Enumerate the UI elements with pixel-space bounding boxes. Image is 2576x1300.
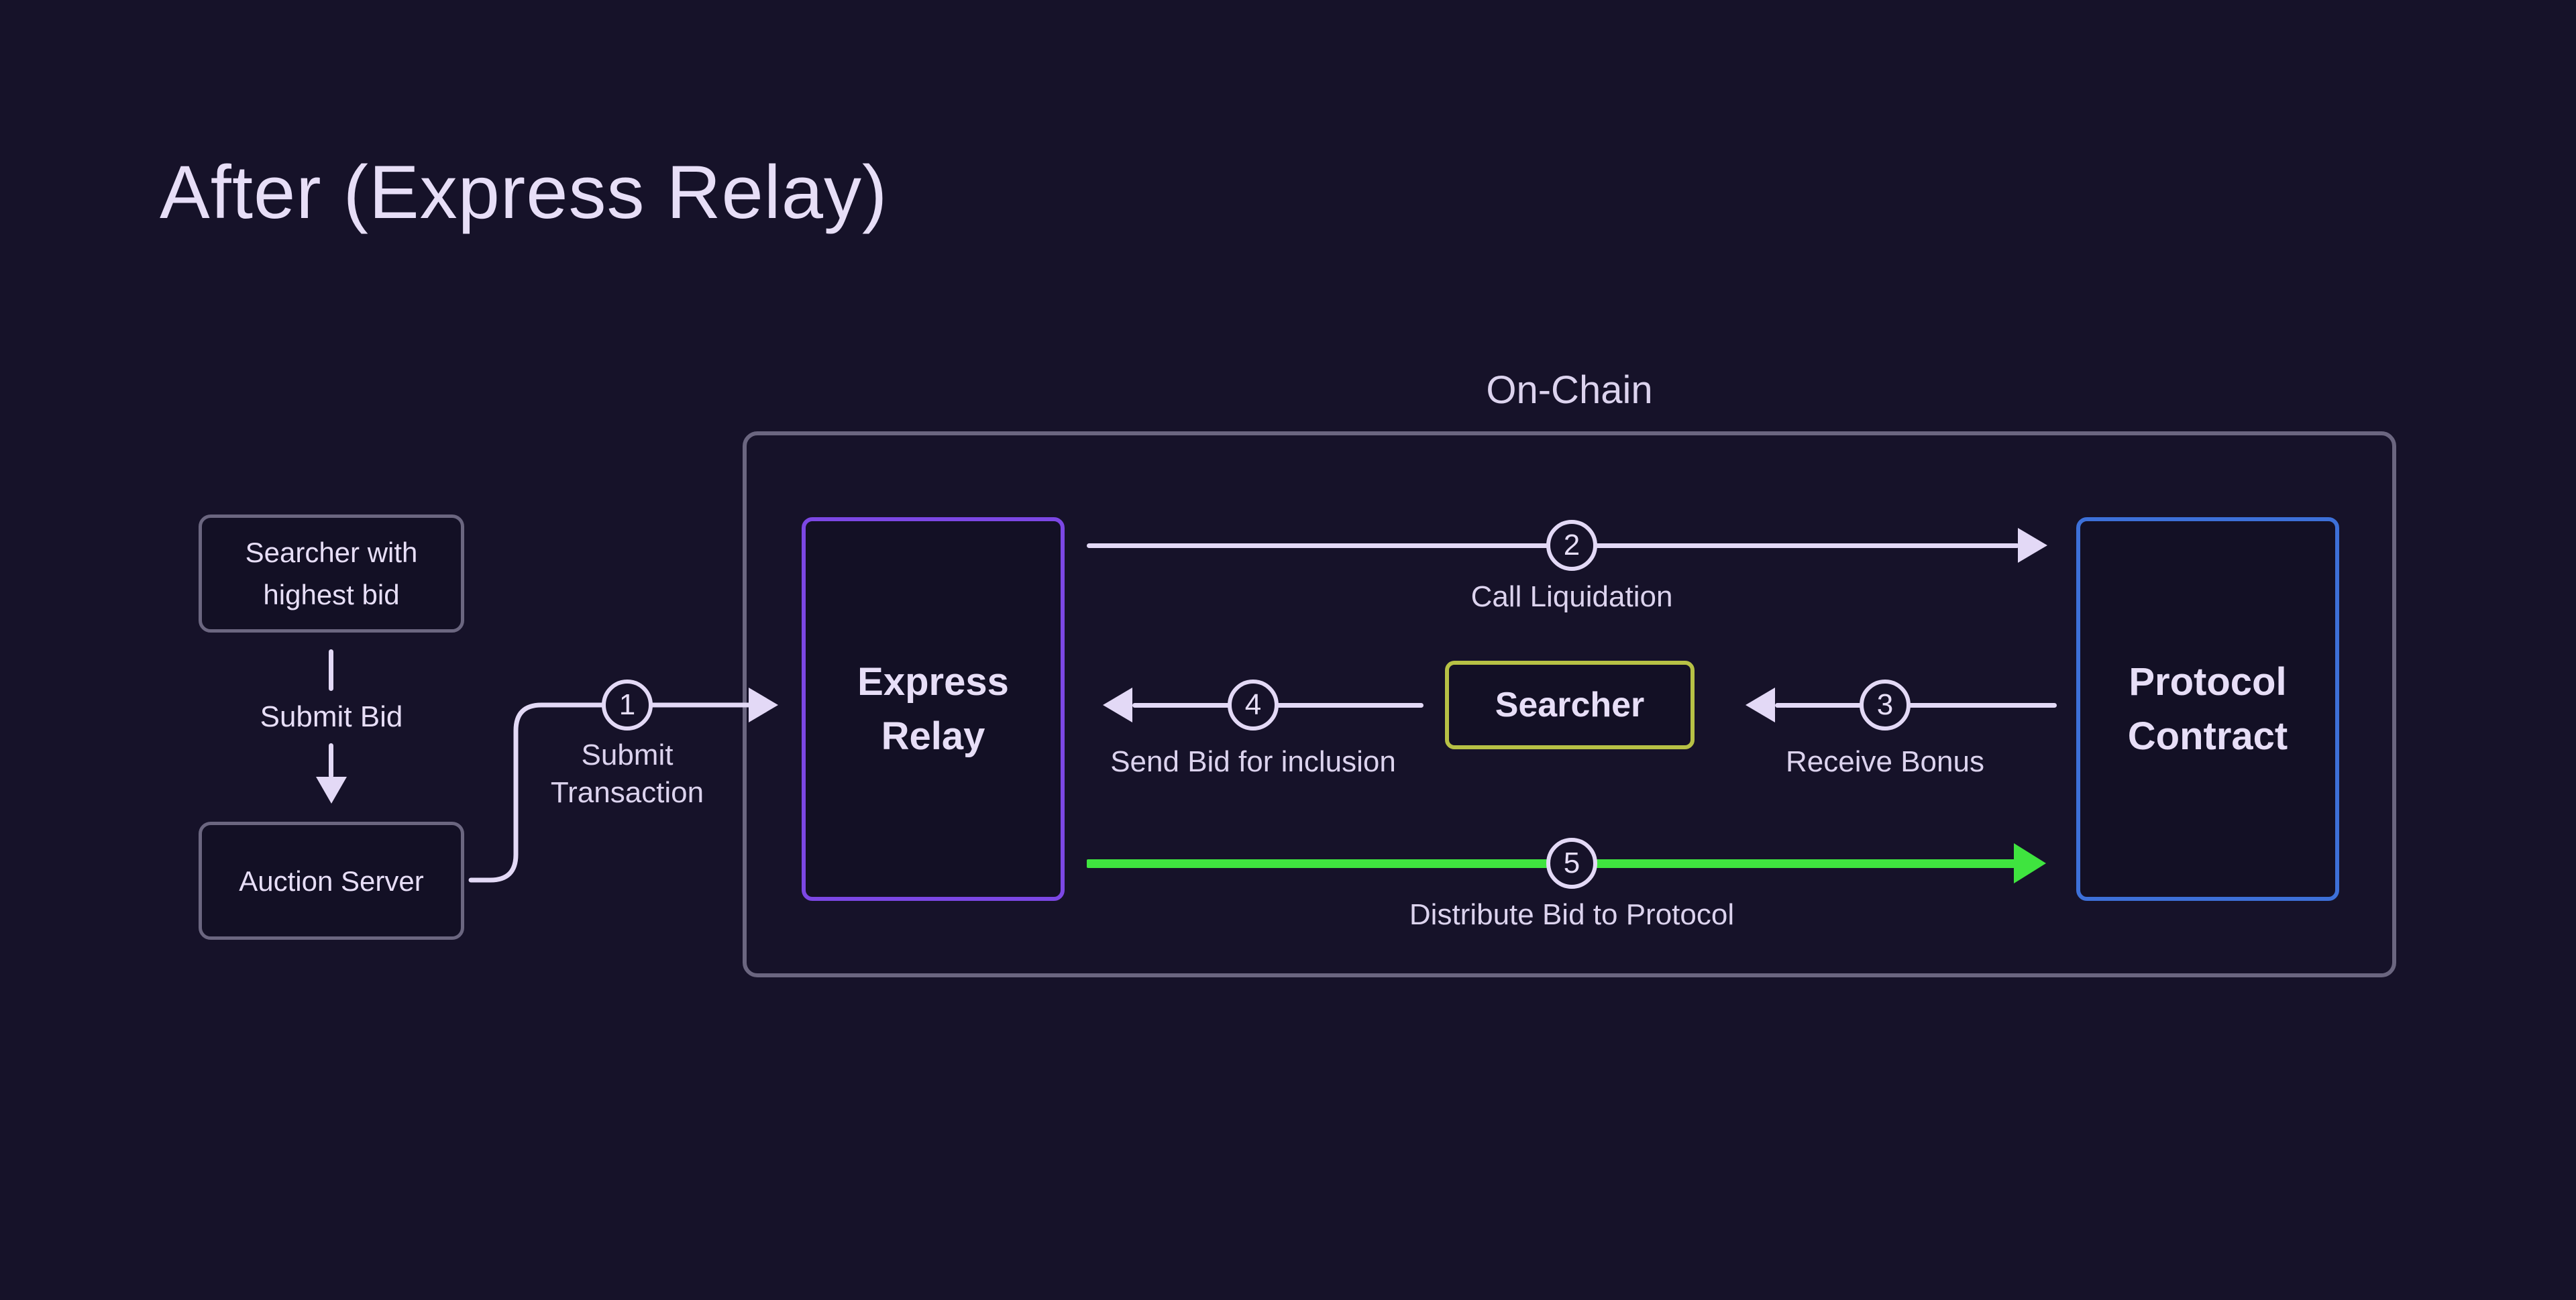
node-label-line: highest bid [263,579,400,610]
node-label-line: Searcher [1495,686,1645,724]
step1-label-line1: Submit [581,739,674,771]
step4-label: Send Bid for inclusion [1110,745,1396,778]
node-auction-server: Auction Server [199,822,464,940]
node-label-line: Protocol [2129,659,2287,704]
node-label-line: Express [857,659,1009,704]
step-circle-5: 5 [1546,838,1597,889]
node-label-line: Relay [881,714,985,758]
node-label-line: Contract [2127,714,2288,758]
step-number: 3 [1876,688,1894,721]
step2-arrowhead-icon [2018,528,2047,563]
step3-label: Receive Bonus [1786,745,1984,778]
submit-bid-line-top [329,649,333,691]
submit-bid-arrowhead-icon [316,777,347,804]
step1-arrowhead-icon [749,688,778,722]
step-circle-3: 3 [1860,680,1911,730]
step-circle-4: 4 [1228,680,1279,730]
step3-arrowhead-icon [1746,688,1775,722]
step2-label: Call Liquidation [1470,580,1673,613]
submit-bid-label: Submit Bid [260,700,403,733]
node-protocol-contract: Protocol Contract [2076,517,2339,901]
step-number: 4 [1244,688,1262,721]
node-label-line: Auction Server [239,865,424,897]
node-label-line: Searcher with [245,537,418,568]
page-title: After (Express Relay) [160,150,888,234]
submit-bid-line-bottom [329,743,333,778]
step-number: 2 [1563,529,1580,561]
step-circle-2: 2 [1546,520,1597,571]
step-number: 5 [1563,847,1580,879]
step-circle-1: 1 [602,680,653,730]
node-searcher: Searcher [1445,661,1695,749]
on-chain-label: On-Chain [1486,368,1653,412]
node-express-relay: Express Relay [802,517,1065,901]
step1-label-line2: Transaction [550,775,704,809]
step3-line [1775,703,2057,708]
step4-arrowhead-icon [1103,688,1132,722]
step5-arrowhead-icon [2014,843,2046,883]
step1-label: Submit Transaction [493,737,761,812]
step5-label: Distribute Bid to Protocol [1409,898,1735,931]
step-number: 1 [619,688,636,721]
node-searcher-with-highest-bid: Searcher with highest bid [199,514,464,633]
